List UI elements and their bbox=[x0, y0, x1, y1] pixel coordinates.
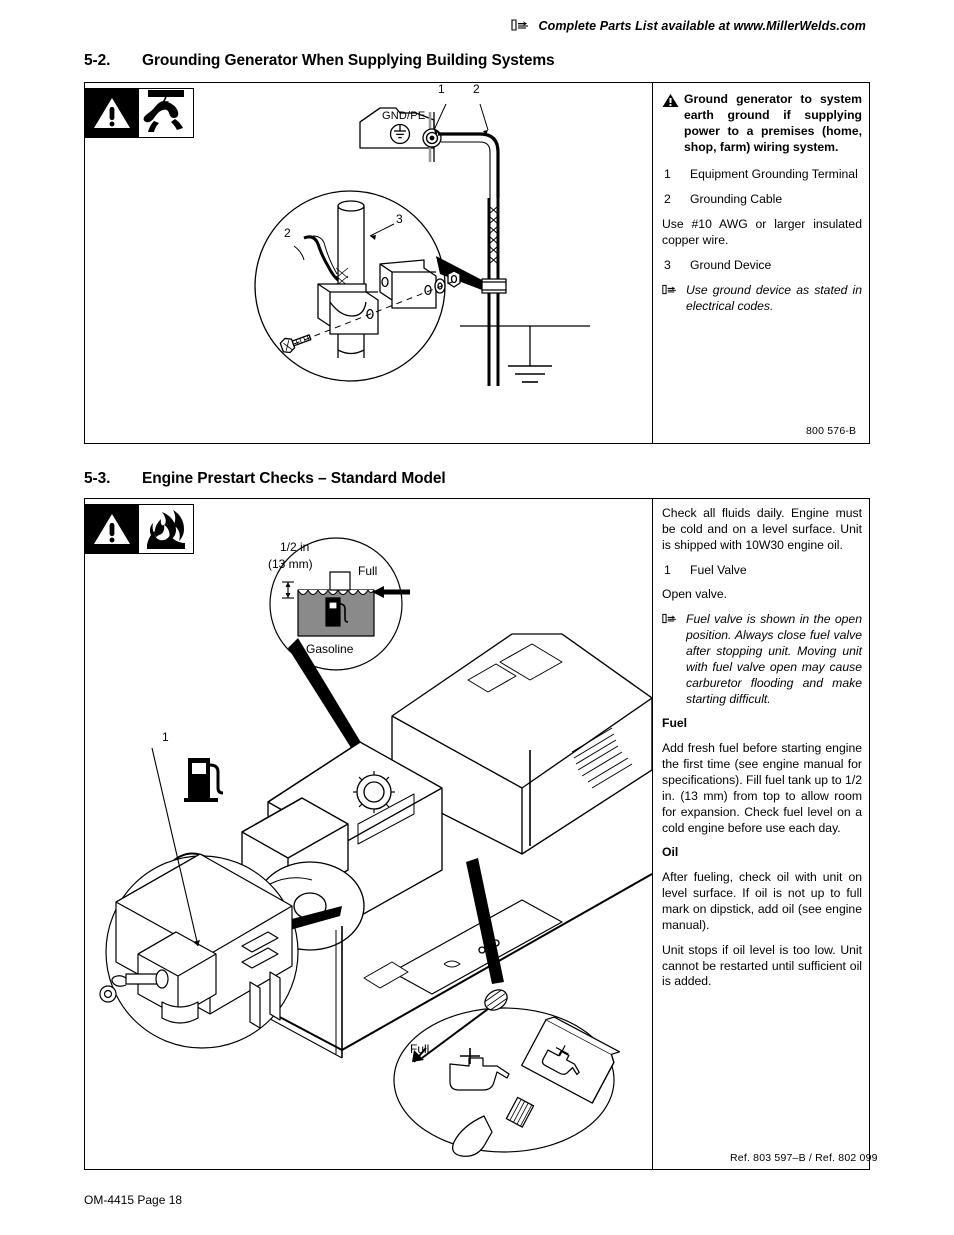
page-footer: OM-4415 Page 18 bbox=[84, 1193, 183, 1207]
warning-triangle-icon bbox=[85, 89, 139, 137]
item-label: Ground Device bbox=[690, 257, 772, 272]
wire-spec-note: Use #10 AWG or larger insulated copper w… bbox=[662, 217, 862, 248]
item-label: Grounding Cable bbox=[690, 192, 783, 207]
fire-hazard-icon bbox=[139, 505, 193, 553]
callout-1: 1 bbox=[438, 82, 445, 96]
detail-callout-2: 2 bbox=[284, 226, 291, 240]
item-label: Equipment Grounding Terminal bbox=[690, 167, 858, 182]
fuel-valve-callout: 1 bbox=[162, 730, 169, 744]
ground-device-note: Use ground device as stated in electrica… bbox=[662, 283, 862, 315]
list-item: 2 Grounding Cable bbox=[662, 192, 862, 208]
item-number: 1 bbox=[664, 167, 671, 182]
list-item: 1 Fuel Valve bbox=[662, 563, 862, 579]
dipstick-full-label: Full bbox=[410, 1042, 430, 1056]
oil-heading: Oil bbox=[662, 845, 679, 860]
fuel-valve-note: Fuel valve is shown in the open position… bbox=[662, 612, 862, 707]
fuel-text: Add fresh fuel before starting engine th… bbox=[662, 741, 862, 835]
page-header: Complete Parts List available at www.Mil… bbox=[0, 18, 954, 33]
section-53-text-column: Check all fluids daily. Engine must be c… bbox=[662, 506, 862, 990]
section-52-panel bbox=[84, 82, 870, 444]
callout-2: 2 bbox=[473, 82, 480, 96]
oil-text-1: After fueling, check oil with unit on le… bbox=[662, 870, 862, 932]
fuel-heading: Fuel bbox=[662, 716, 688, 731]
tank-full-label: Full bbox=[358, 564, 378, 578]
section-52-warning-text: Ground generator to system earth ground … bbox=[684, 92, 862, 154]
header-text: Complete Parts List available at www.Mil… bbox=[538, 19, 866, 33]
section-52-heading: 5-2. Grounding Generator When Supplying B… bbox=[84, 52, 870, 70]
section-53-number: 5-3. bbox=[84, 470, 111, 487]
item-number: 3 bbox=[664, 257, 671, 272]
section-52-warning: Ground generator to system earth ground … bbox=[662, 92, 862, 155]
item-label: Fuel Valve bbox=[690, 562, 747, 577]
list-item: 1 Equipment Grounding Terminal bbox=[662, 167, 862, 183]
open-valve-text: Open valve. bbox=[662, 587, 728, 602]
section-52-number: 5-2. bbox=[84, 52, 111, 69]
section-53-hazard-icons bbox=[84, 504, 194, 554]
prestart-intro: Check all fluids daily. Engine must be c… bbox=[662, 506, 862, 552]
pointing-hand-icon bbox=[662, 284, 680, 300]
detail-callout-3: 3 bbox=[396, 212, 403, 226]
section-52-title: Grounding Generator When Supplying Build… bbox=[142, 52, 555, 69]
section-53-column-divider bbox=[652, 498, 654, 1170]
section-52-figure-ref: 800 576-B bbox=[806, 425, 857, 437]
section-52-hazard-icons bbox=[84, 88, 194, 138]
list-item: 3 Ground Device bbox=[662, 258, 862, 274]
gnd-pe-label: GND/PE bbox=[382, 110, 426, 122]
pointing-hand-icon bbox=[511, 19, 533, 34]
warning-triangle-icon bbox=[85, 505, 139, 553]
oil-text-2: Unit stops if oil level is too low. Unit… bbox=[662, 942, 862, 989]
section-53-title: Engine Prestart Checks – Standard Model bbox=[142, 470, 446, 487]
fill-gap-label-line2: (13 mm) bbox=[268, 557, 313, 571]
grounding-diagram: 1 2 GND/PE 2 3 bbox=[230, 82, 650, 438]
section-53-figure-ref: Ref. 803 597–B / Ref. 802 099 bbox=[730, 1152, 878, 1164]
gasoline-label: Gasoline bbox=[306, 642, 354, 656]
warning-triangle-icon bbox=[662, 93, 679, 113]
item-number: 1 bbox=[664, 562, 671, 577]
section-53-heading: 5-3. Engine Prestart Checks – Standard Mo… bbox=[84, 470, 870, 488]
ground-device-note-text: Use ground device as stated in electrica… bbox=[686, 282, 862, 313]
section-52-column-divider bbox=[652, 82, 654, 444]
section-52-text-column: Ground generator to system earth ground … bbox=[662, 92, 862, 323]
prestart-diagram: 1/2 in (13 mm) Full Gasoline 1 Full bbox=[92, 502, 653, 1166]
item-number: 2 bbox=[664, 192, 671, 207]
electric-shock-icon bbox=[139, 89, 193, 137]
fuel-valve-note-text: Fuel valve is shown in the open position… bbox=[686, 612, 862, 706]
fill-gap-label-line1: 1/2 in bbox=[280, 540, 310, 554]
pointing-hand-icon bbox=[662, 613, 680, 629]
section-53-panel bbox=[84, 498, 870, 1170]
